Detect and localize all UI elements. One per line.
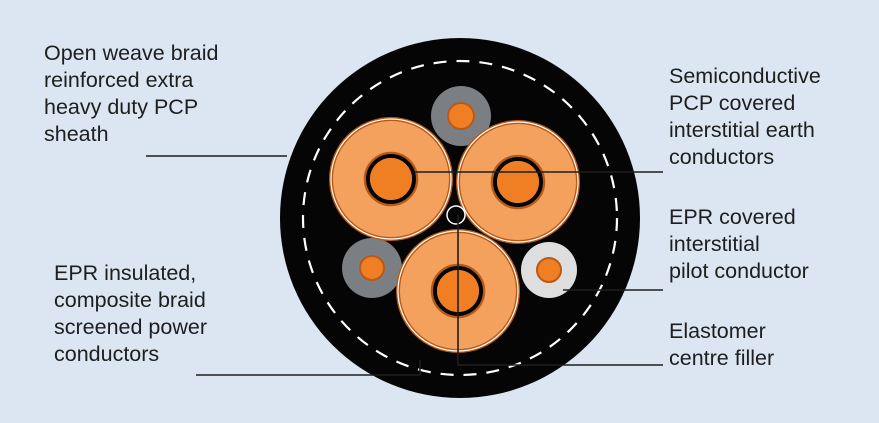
label-pilot-line-1: EPR covered [669,205,796,229]
label-centre-filler: Elastomer centre filler [669,318,774,372]
label-power-line-3: screened power [54,315,207,339]
braid-reinforcement-ring [301,59,619,377]
pilot-conductor [521,242,577,298]
label-filler-line-1: Elastomer [669,319,766,343]
leader-lines [146,155,663,376]
label-pilot-line-3: pilot conductor [669,259,809,283]
label-pilot-conductor: EPR covered interstitial pilot conductor [669,204,809,285]
power-conductor-top-left [329,117,453,241]
label-earth-line-2: PCP covered [669,91,796,115]
earth-conductor-left [342,238,402,298]
label-power-line-4: conductors [54,342,160,366]
label-earth-line-1: Semiconductive [669,64,821,88]
label-power-line-2: composite braid [54,288,206,312]
label-sheath-line-4: sheath [44,122,109,146]
earth-conductor-top [431,86,491,146]
label-filler-line-2: centre filler [669,346,775,370]
centre-filler [446,205,466,225]
leader-power-conductors [196,360,421,376]
label-power-line-1: EPR insulated, [54,261,197,285]
label-earth-conductors: Semiconductive PCP covered interstitial … [669,63,821,171]
label-earth-line-4: conductors [669,145,775,169]
power-conductor-top-right [456,120,580,244]
label-pilot-line-2: interstitial [669,232,760,256]
label-sheath-line-1: Open weave braid [44,41,219,65]
label-sheath-line-3: heavy duty PCP [44,95,199,119]
label-sheath: Open weave braid reinforced extra heavy … [44,40,219,148]
label-power-conductors: EPR insulated, composite braid screened … [54,260,207,368]
leader-centre-filler [457,215,663,366]
label-earth-line-3: interstitial earth [669,118,815,142]
label-sheath-line-2: reinforced extra [44,68,194,92]
